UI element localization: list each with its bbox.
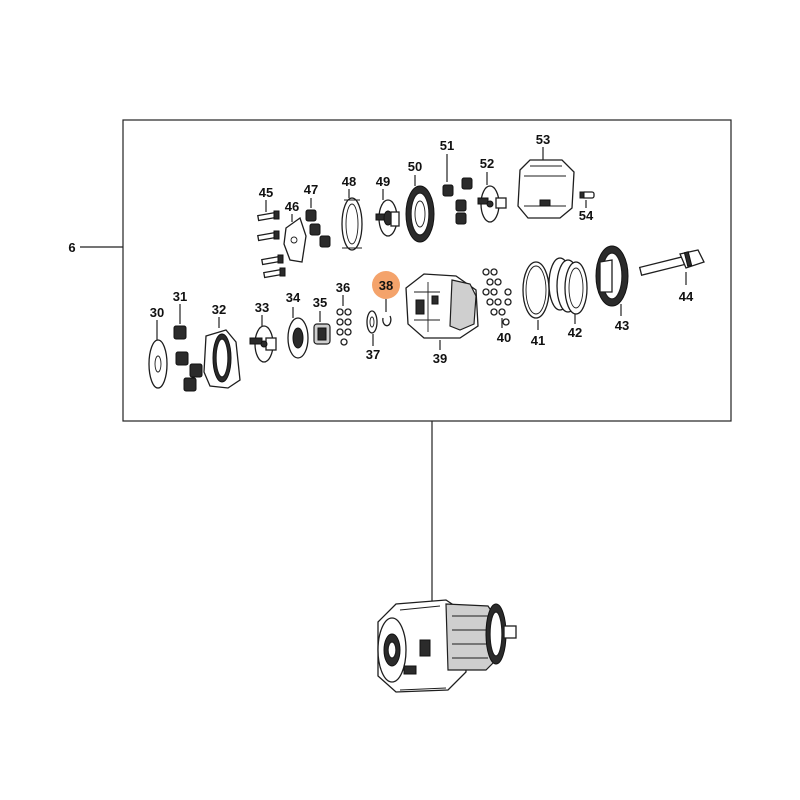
part-51-needle-gears[interactable] [442, 177, 473, 225]
part-31-needle-gears[interactable] [173, 325, 203, 392]
label-42[interactable]: 42 [568, 325, 582, 340]
part-30-washer[interactable] [148, 339, 168, 389]
label-44[interactable]: 44 [679, 289, 694, 304]
label-45[interactable]: 45 [259, 185, 273, 200]
part-36-balls[interactable] [336, 308, 352, 346]
part-46-plate[interactable] [283, 216, 307, 263]
part-49-planet-carrier[interactable] [375, 199, 400, 237]
label-37[interactable]: 37 [366, 347, 380, 362]
label-36[interactable]: 36 [336, 280, 350, 295]
part-34-sun-gear[interactable] [287, 317, 309, 359]
part-39-gear-housing[interactable] [405, 273, 479, 339]
label-31[interactable]: 31 [173, 289, 187, 304]
part-48-ring-gear[interactable] [341, 197, 363, 251]
label-41[interactable]: 41 [531, 333, 545, 348]
label-35[interactable]: 35 [313, 295, 327, 310]
part-53-housing-sleeve[interactable] [517, 159, 575, 219]
label-54[interactable]: 54 [579, 208, 594, 223]
part-33-planet-carrier[interactable] [249, 325, 277, 363]
part-35-bearing[interactable] [313, 323, 331, 345]
label-49[interactable]: 49 [376, 174, 390, 189]
part-41-washer-ring[interactable] [522, 261, 550, 319]
assembly-frame [122, 119, 732, 422]
part-52-planet-carrier[interactable] [477, 185, 507, 223]
part-54-pin[interactable] [579, 191, 595, 199]
label-48[interactable]: 48 [342, 174, 356, 189]
part-50-gear-ring[interactable] [405, 185, 435, 243]
label-38[interactable]: 38 [379, 278, 393, 293]
label-32[interactable]: 32 [212, 302, 226, 317]
assembled-gearbox-illustration [377, 599, 517, 693]
part-32-ring-gear[interactable] [203, 329, 241, 389]
label-53[interactable]: 53 [536, 132, 550, 147]
label-40[interactable]: 40 [497, 330, 511, 345]
part-42-spring[interactable] [548, 257, 588, 315]
part-43-cam-ring[interactable] [595, 245, 629, 307]
assembly-label[interactable]: 6 [68, 240, 75, 255]
label-30[interactable]: 30 [150, 305, 164, 320]
part-40-balls[interactable] [482, 268, 512, 326]
part-47-needle-gears[interactable] [305, 209, 331, 248]
part-38-retaining-clip[interactable] [382, 315, 392, 327]
label-39[interactable]: 39 [433, 351, 447, 366]
label-47[interactable]: 47 [304, 182, 318, 197]
label-52[interactable]: 52 [480, 156, 494, 171]
label-46[interactable]: 46 [285, 199, 299, 214]
label-34[interactable]: 34 [286, 290, 301, 305]
part-44-spindle[interactable] [638, 249, 705, 276]
label-43[interactable]: 43 [615, 318, 629, 333]
label-50[interactable]: 50 [408, 159, 422, 174]
part-37-washer[interactable] [366, 310, 378, 334]
label-38-highlight [372, 271, 400, 299]
label-33[interactable]: 33 [255, 300, 269, 315]
part-45-screws[interactable] [257, 210, 286, 279]
label-51[interactable]: 51 [440, 138, 454, 153]
